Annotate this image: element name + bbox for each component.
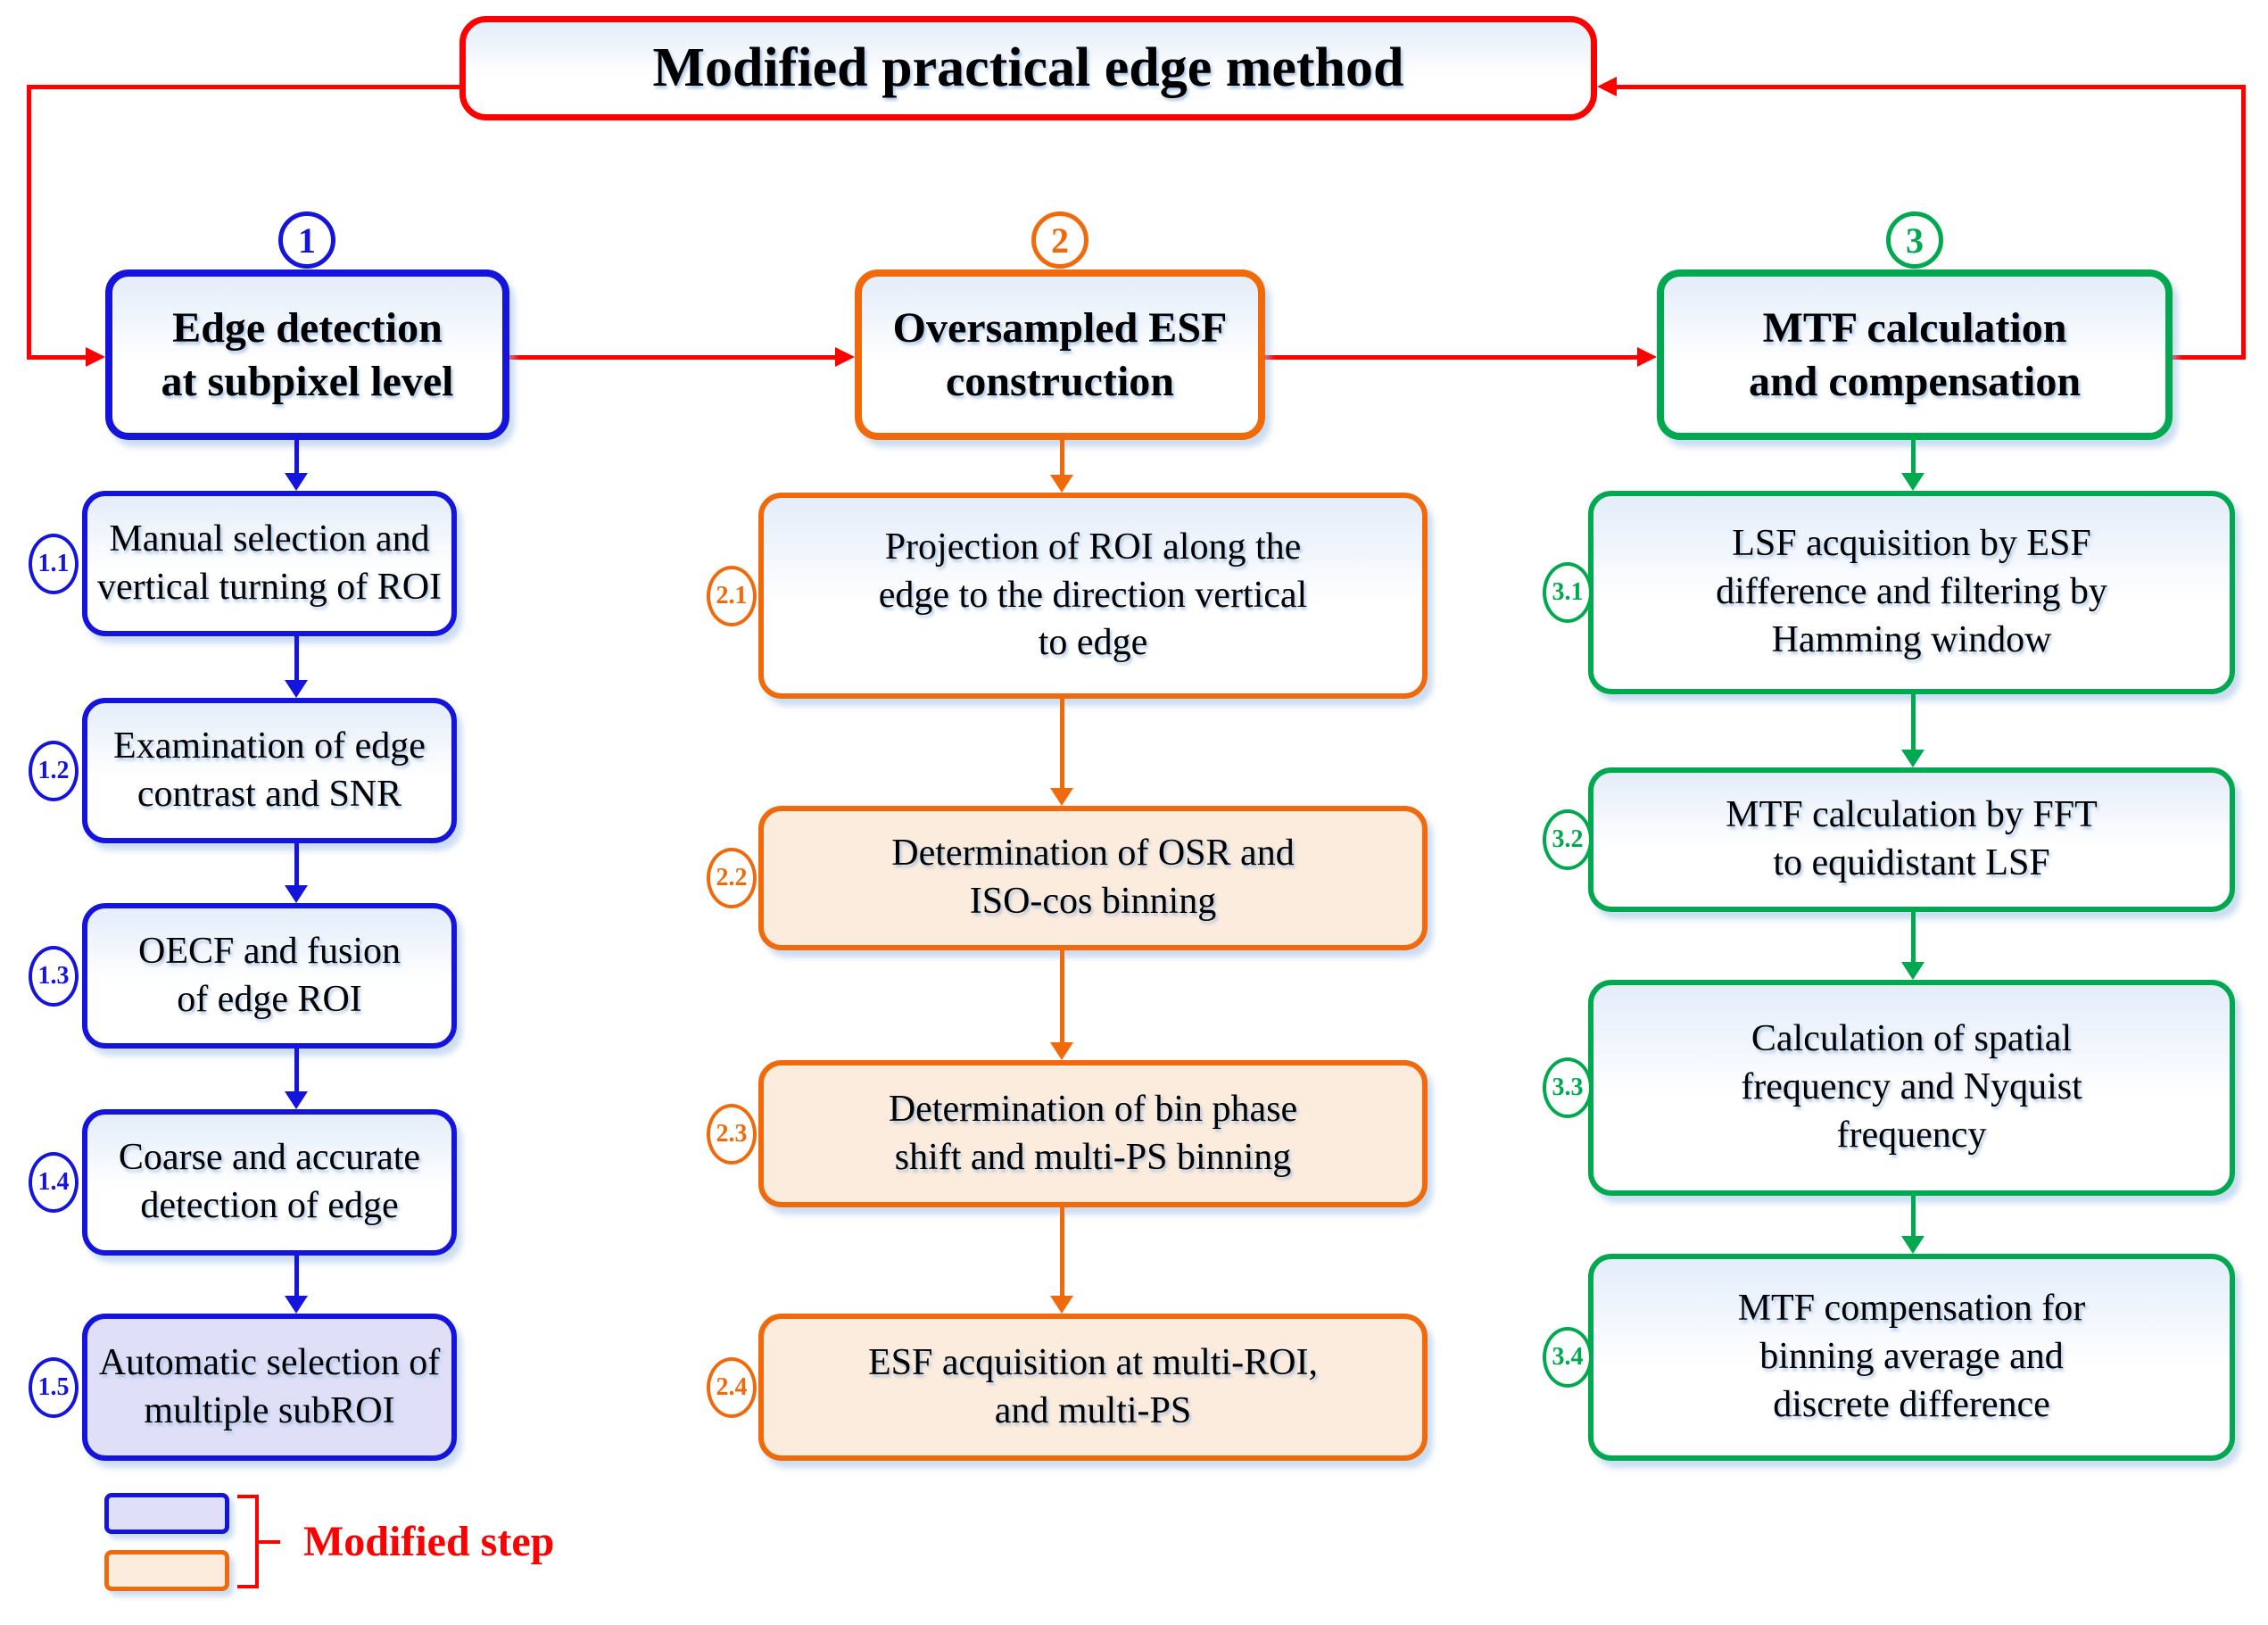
legend-bracket-bottom-tick <box>237 1585 259 1588</box>
step-box-2.2: Determination of OSR and ISO-cos binning <box>758 806 1428 950</box>
feedback-line-top-left <box>27 85 461 89</box>
step-label-3.4: 3.4 <box>1543 1327 1593 1388</box>
flow-arrowhead <box>1901 750 1924 767</box>
step-label-3.2: 3.2 <box>1543 809 1593 870</box>
feedback-line-into-box1 <box>27 355 87 360</box>
flow-connector <box>294 1256 299 1298</box>
step-box-1.3: OECF and fusion of edge ROI <box>82 903 457 1049</box>
step-box-1.5: Automatic selection of multiple subROI <box>82 1314 457 1461</box>
feedback-line-out-box3 <box>2171 355 2246 360</box>
column-header-3: MTF calculation and compensation <box>1657 269 2173 440</box>
step-box-3.3: Calculation of spatial frequency and Nyq… <box>1588 980 2235 1196</box>
page-title: Modified practical edge method <box>652 37 1404 98</box>
feedback-line-left <box>27 85 31 358</box>
step-label-3.1: 3.1 <box>1543 562 1593 623</box>
flow-connector <box>294 843 299 887</box>
flow-arrowhead <box>1050 475 1073 493</box>
feedback-line-top-right <box>1617 85 2246 89</box>
column-number-circle-2: 2 <box>1031 211 1088 269</box>
flow-arrowhead <box>1050 1042 1073 1060</box>
arrowhead-box2-box3 <box>1637 347 1657 367</box>
legend-label: Modified step <box>303 1518 555 1565</box>
step-box-2.1: Projection of ROI along the edge to the … <box>758 493 1428 699</box>
flow-arrowhead <box>285 1091 308 1109</box>
step-label-2.2: 2.2 <box>707 848 757 908</box>
flow-arrowhead <box>285 473 308 491</box>
step-box-1.4: Coarse and accurate detection of edge <box>82 1109 457 1256</box>
legend-swatch-blue <box>104 1493 229 1534</box>
column-header-1: Edge detection at subpixel level <box>105 269 509 440</box>
step-label-2.1: 2.1 <box>707 565 757 626</box>
arrowhead-into-title <box>1597 77 1617 96</box>
step-label-1.3: 1.3 <box>29 945 79 1007</box>
flow-connector <box>1060 1207 1064 1298</box>
flow-connector <box>1060 440 1064 477</box>
flow-connector <box>294 636 299 682</box>
line-box1-box2 <box>508 355 835 360</box>
flow-connector <box>1911 694 1916 751</box>
flow-connector <box>1060 950 1064 1044</box>
step-box-3.2: MTF calculation by FFT to equidistant LS… <box>1588 767 2235 912</box>
step-label-1.5: 1.5 <box>29 1356 79 1418</box>
flow-arrowhead <box>1050 788 1073 806</box>
step-label-2.4: 2.4 <box>707 1356 757 1418</box>
flow-connector <box>294 440 299 475</box>
line-box2-box3 <box>1263 355 1637 360</box>
flow-connector <box>1060 699 1064 790</box>
title-box: Modified practical edge method <box>459 16 1597 120</box>
arrowhead-into-box1 <box>86 347 105 367</box>
step-label-1.1: 1.1 <box>29 533 79 594</box>
step-label-3.3: 3.3 <box>1543 1057 1593 1118</box>
step-label-2.3: 2.3 <box>707 1103 757 1165</box>
flow-arrowhead <box>285 680 308 698</box>
step-box-1.1: Manual selection and vertical turning of… <box>82 491 457 636</box>
column-number-circle-1: 1 <box>278 211 335 269</box>
column-header-2: Oversampled ESF construction <box>855 269 1265 440</box>
step-box-3.4: MTF compensation for binning average and… <box>1588 1254 2235 1461</box>
step-box-2.3: Determination of bin phase shift and mul… <box>758 1060 1428 1207</box>
step-box-3.1: LSF acquisition by ESF difference and fi… <box>1588 491 2235 694</box>
flow-arrowhead <box>285 885 308 903</box>
flow-arrowhead <box>1901 473 1924 491</box>
legend-bracket-vertical <box>255 1495 259 1588</box>
flow-arrowhead <box>285 1296 308 1314</box>
legend-swatch-orange <box>104 1550 229 1591</box>
feedback-line-right <box>2241 85 2246 360</box>
step-box-2.4: ESF acquisition at multi-ROI, and multi-… <box>758 1314 1428 1461</box>
legend-bracket-mid-tick <box>259 1540 280 1544</box>
arrowhead-box1-box2 <box>835 347 855 367</box>
legend-bracket-top-tick <box>237 1495 259 1498</box>
flow-connector <box>1911 912 1916 964</box>
flow-arrowhead <box>1901 962 1924 980</box>
flow-arrowhead <box>1901 1236 1924 1254</box>
step-box-1.2: Examination of edge contrast and SNR <box>82 698 457 843</box>
flow-connector <box>294 1049 299 1093</box>
step-label-1.4: 1.4 <box>29 1152 79 1213</box>
column-number-circle-3: 3 <box>1886 211 1943 269</box>
step-label-1.2: 1.2 <box>29 740 79 801</box>
flow-connector <box>1911 1196 1916 1238</box>
flow-connector <box>1911 440 1916 475</box>
flow-arrowhead <box>1050 1296 1073 1314</box>
